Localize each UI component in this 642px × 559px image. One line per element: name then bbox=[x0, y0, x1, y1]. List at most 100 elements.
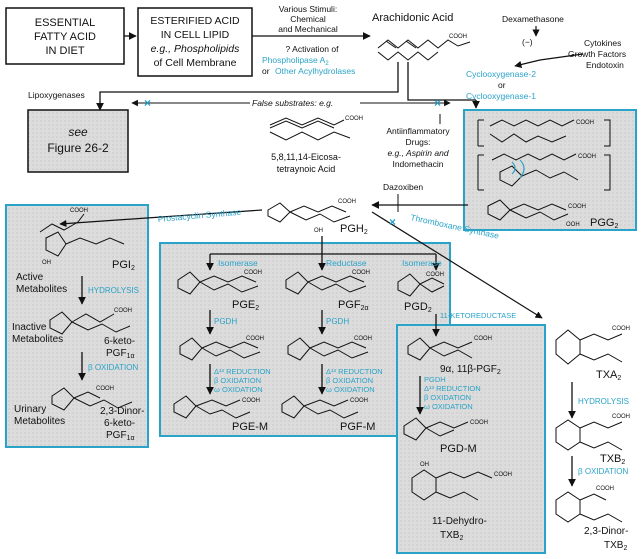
esterified-line1: ESTERIFIED ACID bbox=[150, 15, 240, 27]
eicosa-line1: 5,8,11,14-Eicosa- bbox=[271, 152, 341, 162]
mid-red1-b: β OXIDATION bbox=[214, 376, 261, 385]
dehydro-structure bbox=[411, 469, 493, 501]
tx-hydrolysis-label: HYDROLYSIS bbox=[578, 397, 629, 406]
activation-q: ? Activation of bbox=[286, 44, 340, 54]
reductase-label: Reductase bbox=[326, 258, 367, 268]
dehydro-cooh: COOH bbox=[494, 472, 512, 478]
dinor-line2: 6-keto- bbox=[104, 418, 135, 429]
aa-cooh: COOH bbox=[449, 34, 467, 40]
keto-pgf-label: PGF1α bbox=[106, 348, 135, 360]
essential-fatty-acid-box bbox=[5, 7, 125, 65]
see-figure-box bbox=[27, 109, 129, 173]
keto-reductase-label: 11-KETOREDUCTASE bbox=[440, 311, 516, 320]
pgem-label: PGE-M bbox=[232, 421, 268, 433]
keto-label: 6-keto- bbox=[104, 336, 135, 347]
isomerase2-label: Isomerase bbox=[402, 258, 442, 268]
pgd2-cooh: COOH bbox=[426, 272, 444, 278]
mid-red1-c: ω OXIDATION bbox=[214, 385, 263, 394]
or-label: or bbox=[262, 66, 270, 76]
antiinflam-line2: Drugs: bbox=[405, 137, 430, 147]
eicosatetraynoic-structure bbox=[269, 117, 351, 141]
esterified-line2: IN CELL LIPID bbox=[161, 29, 230, 41]
active-metabolites-2: Metabolites bbox=[16, 284, 67, 295]
dinor-line1: 2,3-Dinor- bbox=[100, 406, 144, 417]
dinor-txb2-line1: 2,3-Dinor- bbox=[584, 526, 628, 537]
pgf-keto-structure bbox=[287, 337, 369, 361]
pge2-cooh: COOH bbox=[244, 270, 262, 276]
left-beta-ox-label: β OXIDATION bbox=[88, 363, 138, 372]
false-substrates-label: False substrates: e.g. bbox=[252, 98, 333, 108]
essential-line2: FATTY ACID bbox=[34, 31, 96, 43]
pgh2-structure bbox=[267, 202, 351, 223]
pgg2-panel bbox=[463, 109, 637, 231]
txa2-label: TXA2 bbox=[596, 369, 621, 382]
essential-line3: IN DIET bbox=[45, 45, 84, 57]
pgg2-curved-arrows bbox=[511, 159, 525, 179]
cytokines-line2: Growth Factors bbox=[568, 49, 626, 59]
inactive-metabolites-1: Inactive bbox=[12, 322, 47, 333]
pgf-9a-label: 9α, 11β-PGF2 bbox=[440, 364, 501, 376]
mid-red2-c: ω OXIDATION bbox=[326, 385, 375, 394]
keto-cooh: COOH bbox=[114, 308, 132, 314]
pgi2-oh: OH bbox=[42, 260, 51, 266]
pgdm-structure bbox=[403, 417, 469, 441]
dinor-txb2-label: TXB2 bbox=[604, 540, 627, 552]
eicosa-cooh: COOH bbox=[345, 116, 363, 122]
pgi2-cooh: COOH bbox=[70, 208, 88, 214]
pgd2-structure bbox=[397, 273, 445, 297]
stimuli-line3: and Mechanical bbox=[278, 24, 338, 34]
dazoxiben-label: Dazoxiben bbox=[383, 182, 423, 192]
arrow-to-txa2 bbox=[371, 211, 543, 319]
arrow-cytokines bbox=[514, 53, 584, 68]
figure-ref-label: Figure 26-2 bbox=[47, 141, 109, 155]
pge2-label: PGE2 bbox=[232, 299, 259, 312]
cox-or-label: or bbox=[498, 80, 506, 90]
lipoxygenases-label: Lipoxygenases bbox=[28, 90, 85, 100]
inactive-metabolites-2: Metabolites bbox=[12, 334, 63, 345]
mid-red1-a: Δ¹³ REDUCTION bbox=[214, 367, 271, 376]
arachidonic-acid-structure bbox=[377, 39, 471, 61]
pgh2-label: PGH2 bbox=[340, 223, 368, 236]
cox2-label: Cyclooxygenase-2 bbox=[466, 69, 536, 79]
dinor-txb2-cooh: COOH bbox=[596, 486, 614, 492]
phospholipase-a2: Phospholipase A2 bbox=[262, 55, 329, 67]
pgg2-structures bbox=[477, 119, 611, 221]
pgi2-structure bbox=[39, 213, 125, 257]
right-step-3: β OXIDATION bbox=[424, 393, 471, 402]
pgg2-cooh-1: COOH bbox=[576, 120, 594, 126]
block-x-thromboxane: × bbox=[389, 215, 396, 229]
essential-line1: ESSENTIAL bbox=[35, 17, 96, 29]
arrow-to-pgi2 bbox=[59, 209, 263, 228]
pgf-keto-cooh: COOH bbox=[354, 336, 372, 342]
pgd2-label: PGD2 bbox=[404, 301, 432, 314]
urinary-metabolites-1: Urinary bbox=[14, 404, 46, 415]
pgfm-cooh: COOH bbox=[350, 398, 368, 404]
cox1-label: Cyclooxygenase-1 bbox=[466, 91, 536, 101]
pgf-9a-structure bbox=[407, 337, 473, 361]
antiinflam-line4: Indomethacin bbox=[392, 159, 443, 169]
left-hydrolysis-label: HYDROLYSIS bbox=[88, 286, 139, 295]
right-step-1: PGDH bbox=[424, 375, 446, 384]
antiinflam-line1: Antiinflammatory bbox=[386, 126, 450, 136]
txb2-label: TXB2 bbox=[600, 453, 625, 466]
pgdm-label: PGD-M bbox=[440, 443, 477, 455]
mid-red2-b: β OXIDATION bbox=[326, 376, 373, 385]
stimuli-line2: Chemical bbox=[290, 14, 326, 24]
pgem-structure bbox=[173, 395, 251, 419]
cytokines-line1: Cytokines bbox=[584, 38, 621, 48]
pge-keto-cooh: COOH bbox=[246, 336, 264, 342]
pgh2-cooh: COOH bbox=[338, 199, 356, 205]
pgdh1-label: PGDH bbox=[214, 317, 237, 326]
dinor-pgf-label: PGF1α bbox=[106, 430, 135, 442]
right-panel bbox=[396, 324, 546, 554]
dehydro-oh: OH bbox=[420, 462, 429, 468]
esterified-acid-box bbox=[137, 7, 253, 77]
prostacyclin-synthase-label: Prostacyclin Synthase bbox=[157, 207, 241, 224]
antiinflam-line3: e.g., Aspirin and bbox=[387, 148, 448, 158]
pgg2-cooh-3: COOH bbox=[568, 204, 586, 210]
pgf2a-cooh: COOH bbox=[352, 270, 370, 276]
isomerase1-label: Isomerase bbox=[218, 258, 258, 268]
dehydro-txb-label: TXB2 bbox=[440, 530, 463, 542]
dinor-txb2-structure bbox=[555, 491, 623, 523]
